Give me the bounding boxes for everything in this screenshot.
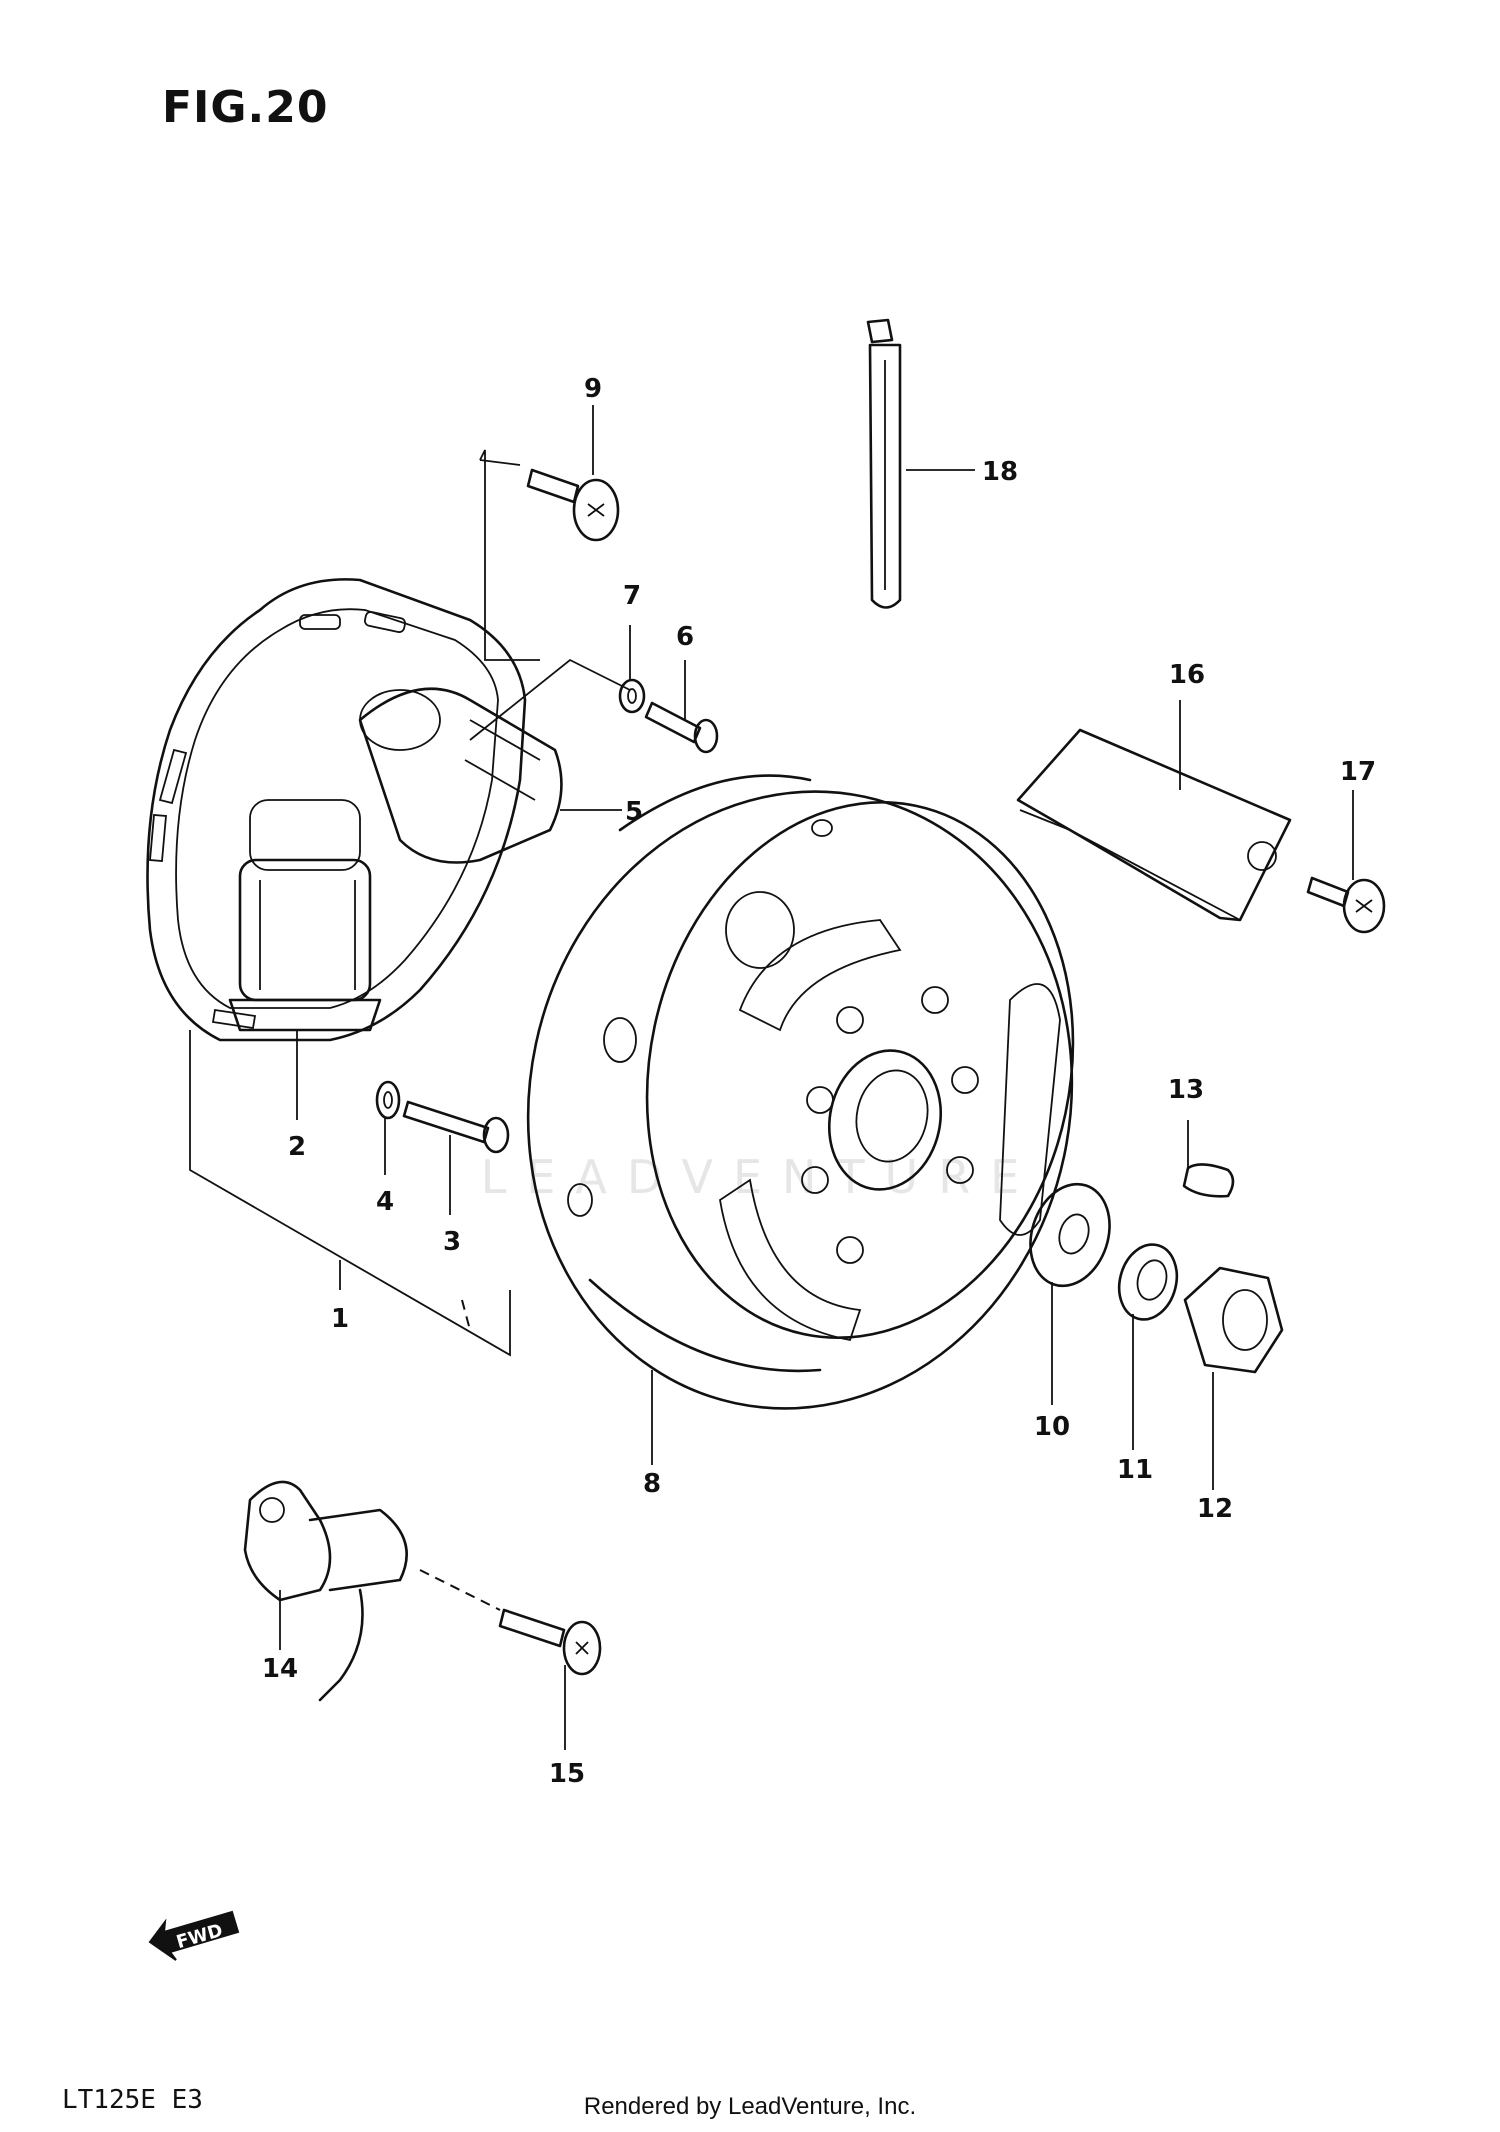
callout-15: 15 <box>549 1759 585 1789</box>
callout-9: 9 <box>584 374 602 404</box>
lighting-coil[interactable] <box>228 799 382 1032</box>
callout-14: 14 <box>262 1654 298 1684</box>
callout-5: 5 <box>625 797 643 827</box>
screw-part-3[interactable] <box>402 1100 510 1154</box>
stator-plate[interactable] <box>146 578 527 1042</box>
callout-6: 6 <box>676 622 694 652</box>
key-part-13[interactable] <box>1182 1163 1235 1198</box>
footer-credit: Rendered by LeadVenture, Inc. <box>583 2093 917 2120</box>
fwd-label: FWD <box>174 1920 225 1953</box>
callout-8: 8 <box>643 1469 661 1499</box>
exciter-coil[interactable] <box>358 687 563 864</box>
lock-washer-part-11[interactable] <box>1111 1238 1185 1326</box>
nut-part-12[interactable] <box>1183 1266 1284 1374</box>
callout-16: 16 <box>1169 660 1205 690</box>
callout-11: 11 <box>1117 1455 1153 1485</box>
callout-2: 2 <box>288 1132 306 1162</box>
callout-10: 10 <box>1034 1412 1070 1442</box>
callout-7: 7 <box>623 581 641 611</box>
screw-part-17[interactable] <box>1306 876 1386 934</box>
callout-4: 4 <box>376 1187 394 1217</box>
screw-part-9[interactable] <box>526 468 620 542</box>
washer-part-7[interactable] <box>618 678 646 714</box>
model-code: LT125E E3 <box>62 2085 203 2115</box>
rotor-flywheel[interactable] <box>471 741 1128 1460</box>
fwd-arrow-icon: FWD <box>148 1910 240 1961</box>
callout-1: 1 <box>331 1304 349 1334</box>
callout-13: 13 <box>1168 1075 1204 1105</box>
washer-part-4[interactable] <box>375 1080 401 1120</box>
screw-part-15[interactable] <box>498 1608 602 1676</box>
screw-part-6[interactable] <box>644 701 719 754</box>
callout-18: 18 <box>982 457 1018 487</box>
pulser-coil[interactable] <box>243 1480 408 1702</box>
callout-3: 3 <box>443 1227 461 1257</box>
washer-part-10[interactable] <box>1018 1174 1122 1296</box>
callout-12: 12 <box>1197 1494 1233 1524</box>
leader-lines <box>189 405 1354 1750</box>
lead-wire-part-18[interactable] <box>866 318 902 609</box>
dashed-guides <box>419 1299 501 1611</box>
cover-plate-part-16[interactable] <box>1016 728 1292 922</box>
callout-17: 17 <box>1340 757 1376 787</box>
figure-title: FIG.20 <box>162 82 329 133</box>
